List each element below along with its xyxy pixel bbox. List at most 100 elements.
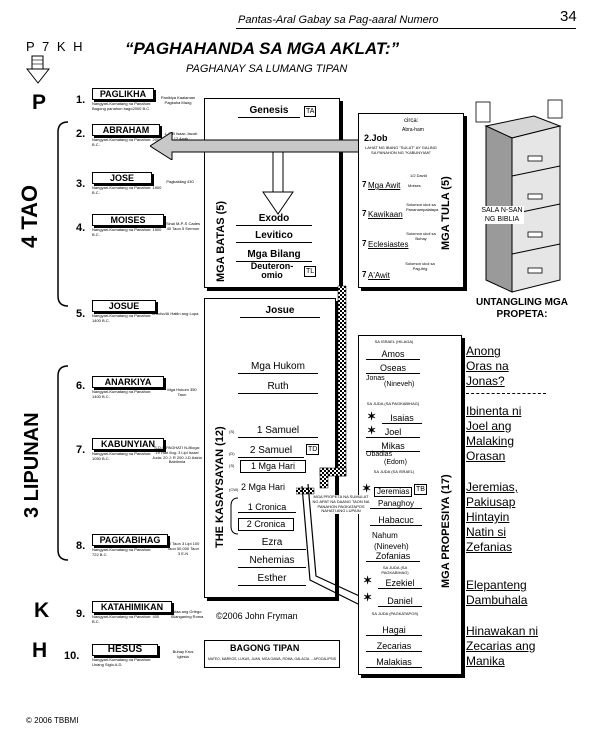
book-1-cronica: 1 Cronica: [238, 502, 296, 514]
ta-tag: TA: [304, 106, 317, 117]
book-joel: Joel: [366, 427, 420, 439]
gen-number: 4.: [76, 222, 86, 234]
gen-sub: Nangyari-Kumatang na Panahon: 400 B.C.: [92, 614, 160, 624]
subtitle: PAGHANAY SA LUMANG TIPAN: [186, 63, 348, 75]
tl-tag: TL: [304, 266, 317, 277]
book-oseas: Oseas: [366, 363, 420, 375]
tula-num: 7: [362, 239, 367, 248]
gen-katahimikan: KATAHIMIKAN: [92, 601, 172, 613]
gen-moises: MOISES: [92, 214, 164, 226]
mga-tula-box: [358, 113, 464, 288]
gen-side: S-D-S PAGHATI N-Ililoga: 19 Hari Ilog: 3…: [152, 445, 202, 465]
bagong-tipan-box: [204, 640, 340, 668]
book-jonas: Jonas: [366, 375, 385, 382]
star-icon: ✶: [363, 592, 373, 604]
cronica-bracket: [230, 497, 239, 535]
star-icon: ✶: [367, 411, 377, 423]
book-2-cronica: 2 Cronica: [238, 518, 294, 531]
mark-s2: (S): [229, 463, 235, 468]
gen-side: 70 Taon 3 Lipi 100 Taon 50,000 Taon 3 E-…: [166, 541, 200, 556]
gen-number: 3.: [76, 178, 86, 190]
mnemonic-line: Pakiusap: [466, 495, 516, 509]
nineveh-note: (Nineveh): [384, 381, 415, 388]
star-icon: ✶: [362, 483, 372, 495]
book-nahum: Nahum: [372, 531, 398, 540]
mnemonic-hagai: Hinawakan ni Zecarias ang Manika: [466, 624, 538, 669]
file-cabinet-label: SALA N-SAN NG BIBLIA: [480, 206, 524, 224]
book-esther: Esther: [238, 573, 306, 586]
mnemonic-jonas: Anong Oras na Jonas?: [466, 344, 509, 389]
tula-num: 7: [362, 209, 367, 218]
gen-abraham: ABRAHAM: [92, 124, 160, 136]
tula-num: 7: [362, 180, 367, 189]
gen-number: 7.: [76, 444, 86, 456]
propesiya-label: MGA PROPESIYA (17): [440, 474, 452, 588]
book-mga-awit: Mga Awit: [368, 181, 401, 190]
star-icon: ✶: [363, 575, 373, 587]
book-1-mga-hari: 1 Mga Hari: [240, 460, 306, 473]
book-ezra: Ezra: [238, 537, 306, 550]
book-2-mga-hari: 2 Mga Hari: [241, 482, 286, 492]
mnemonic-line: Anong: [466, 344, 501, 358]
book-nehemias: Nehemias: [238, 555, 306, 568]
tula-note: Solomon ukol sa Pag-ibig: [405, 261, 435, 271]
book-kawikaan: Kawikaan: [368, 210, 403, 219]
book-mikas: Mikas: [366, 441, 420, 453]
tula-note: Solomon ukol sa Buhay: [406, 231, 436, 241]
gen-side: Alaa ang Griego Silanganing Roma: [170, 609, 204, 619]
copyright-fryman: ©2006 John Fryman: [216, 611, 298, 621]
gen-pagkabihag: PAGKABIHAG: [92, 534, 168, 546]
job-caption: LAHAT NG IBANG "SULAT" AY GALING SA PANA…: [365, 145, 437, 155]
gen-number: 9.: [76, 608, 86, 620]
gen-side: Mga Hukom 350 Taon: [167, 387, 197, 397]
gen-sub: Nangyari-Kumatang na Panahon: Unang Sigl…: [92, 657, 152, 667]
section-code: P 7 K H: [26, 39, 85, 54]
gen-number: 1.: [76, 94, 86, 106]
book-levitico: Levitico: [236, 230, 312, 243]
book-job: 2.Job: [364, 133, 388, 143]
gen-jose: JOSE: [92, 172, 152, 184]
book-1-samuel: 1 Samuel: [238, 425, 318, 438]
book-mga-bilang: Mga Bilang: [236, 249, 312, 262]
circa-label: circa:: [404, 118, 419, 124]
mnemonic-line: Dambuhala: [466, 593, 528, 607]
three-lipunan-label: 3 LIPUNAN: [21, 412, 43, 518]
mnemonic-line: Elepanteng: [466, 578, 527, 592]
main-title: “PAGHAHANDA SA MGA AKLAT:”: [125, 39, 400, 58]
mnemonic-line: Zefanias: [466, 540, 513, 554]
file-cabinet-icon: [475, 99, 563, 293]
connector-lines: [296, 285, 369, 607]
kasaysayan-label: THE KASAYSAYAN (12): [214, 426, 226, 548]
book-panaghoy: Panaghoy: [370, 499, 422, 510]
gen-number: 8.: [76, 540, 86, 552]
gen-sub: Nangyari-Kumatang na Panahon: Bagong pan…: [92, 101, 152, 111]
edom-note: (Edom): [384, 459, 407, 466]
gen-side: L-S-B Isaac Jacob 12 Anak: [164, 131, 198, 141]
gen-kabunyian: KABUNYIAN: [92, 438, 164, 450]
prop-head: SA JUDA (SA PAGKABIHAG): [381, 565, 409, 575]
mga-tula-label: MGA TULA (5): [440, 176, 452, 250]
mnemonic-line: Jonas?: [466, 374, 505, 388]
book-exodo: Exodo: [236, 213, 312, 226]
tb-tag: TB: [414, 484, 427, 495]
book-mga-hukom: Mga Hukom: [238, 361, 318, 374]
gen-sub: Nangyari-Kumatang na Panahon: 1400 B.C.: [92, 313, 152, 323]
nineveh-note: (Nineveh): [374, 542, 409, 551]
book-josue: Josue: [240, 305, 320, 318]
prop-head: SA JUDA (SA PAGKABIHAG): [366, 401, 420, 406]
tula-num: 7: [362, 270, 367, 279]
book-ruth: Ruth: [238, 381, 318, 394]
header-rule: [236, 28, 576, 29]
gen-paglikha: PAGLIKHA: [92, 88, 154, 100]
book-zecarias: Zecarias: [366, 641, 422, 653]
gen-sub: Nangyari-Kumatang na Panahon: 722 B.C.: [92, 547, 152, 557]
gen-sub: Nangyari-Kumatang na Panahon: 2000 B.C.: [92, 137, 162, 147]
mnemonic-line: Manika: [466, 654, 505, 668]
book-malakias: Malakias: [366, 657, 422, 669]
gen-side: Pagkakilag 430: [166, 179, 194, 184]
book-hagai: Hagai: [366, 625, 422, 637]
book-amos: Amos: [366, 349, 420, 361]
letter-k: K: [34, 599, 50, 622]
gen-side: Buhay Krus Iglesia: [172, 649, 194, 659]
star-icon: ✶: [367, 425, 377, 437]
